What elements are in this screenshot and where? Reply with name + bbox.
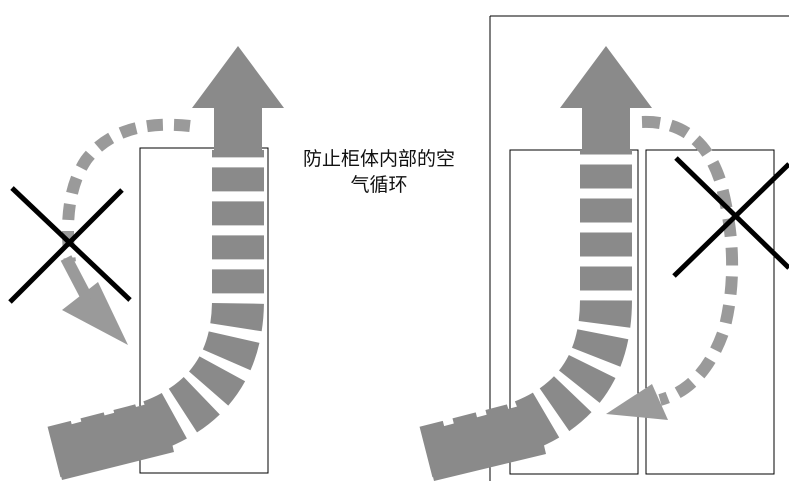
right-cabinet-frame-1 <box>509 149 639 475</box>
left-up-arrow-icon <box>192 46 284 150</box>
left-panel <box>8 46 284 480</box>
right-panel <box>419 15 789 481</box>
right-up-arrow-icon <box>560 46 652 150</box>
caption-line-2: 气循环 <box>350 174 408 196</box>
right-recirculation-path <box>641 115 739 406</box>
left-recirculation-path <box>62 118 191 263</box>
caption: 防止柜体内部的空 气循环 <box>274 146 484 198</box>
right-intake-duct <box>422 402 546 481</box>
right-recirculation-arrowhead-icon <box>606 384 668 420</box>
caption-line-1: 防止柜体内部的空 <box>302 148 455 170</box>
left-intake-duct <box>50 400 174 480</box>
left-recirculation-arrowhead-icon <box>62 282 128 345</box>
left-blocked-x-icon <box>8 186 132 304</box>
right-blocked-x-icon <box>672 156 789 278</box>
left-cabinet-frame <box>139 147 269 474</box>
